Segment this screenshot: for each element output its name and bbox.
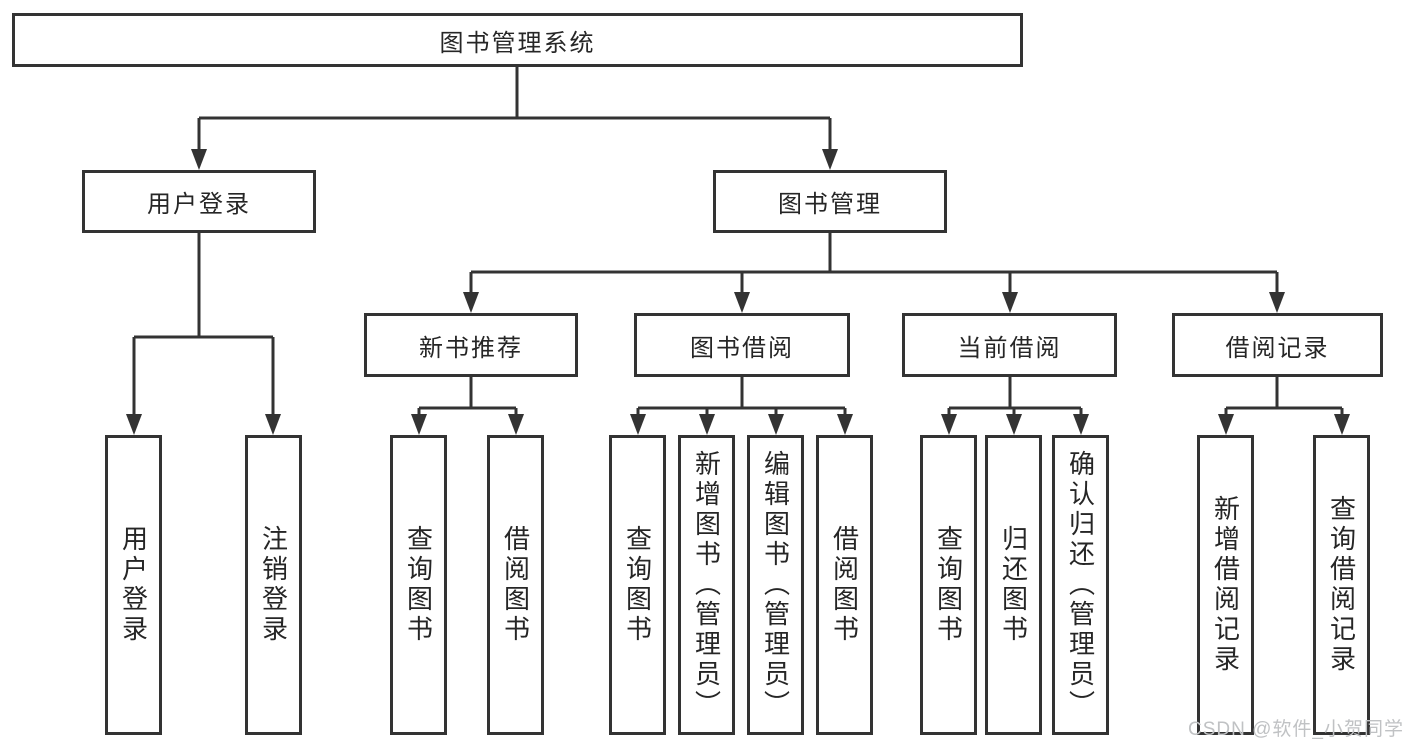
node-book-management: 图书管理 — [713, 170, 947, 233]
leaf-records-query-record: 查询借阅记录 — [1313, 435, 1370, 735]
leaf-logout: 注销登录 — [245, 435, 302, 735]
leaf-borrowing-add-books-admin: 新增图书（管理员） — [678, 435, 735, 735]
leaf-user-login: 用户登录 — [105, 435, 162, 735]
leaf-records-add-record: 新增借阅记录 — [1197, 435, 1254, 735]
node-book-borrowing: 图书借阅 — [634, 313, 850, 377]
leaf-borrowing-edit-books-admin: 编辑图书（管理员） — [747, 435, 804, 735]
leaf-current-return-books: 归还图书 — [985, 435, 1042, 735]
leaf-current-query-books: 查询图书 — [920, 435, 977, 735]
leaf-newbooks-query-books: 查询图书 — [390, 435, 447, 735]
node-current-borrowing: 当前借阅 — [902, 313, 1117, 377]
node-user-login: 用户登录 — [82, 170, 316, 233]
leaf-newbooks-borrow-books: 借阅图书 — [487, 435, 544, 735]
node-borrowing-records: 借阅记录 — [1172, 313, 1383, 377]
node-library-system: 图书管理系统 — [12, 13, 1023, 67]
csdn-watermark: CSDN @软件_小贺同学 — [1188, 719, 1404, 740]
leaf-borrowing-borrow-books: 借阅图书 — [816, 435, 873, 735]
node-new-book-recommend: 新书推荐 — [364, 313, 578, 377]
leaf-current-confirm-return-admin: 确认归还（管理员） — [1052, 435, 1109, 735]
leaf-borrowing-query-books: 查询图书 — [609, 435, 666, 735]
